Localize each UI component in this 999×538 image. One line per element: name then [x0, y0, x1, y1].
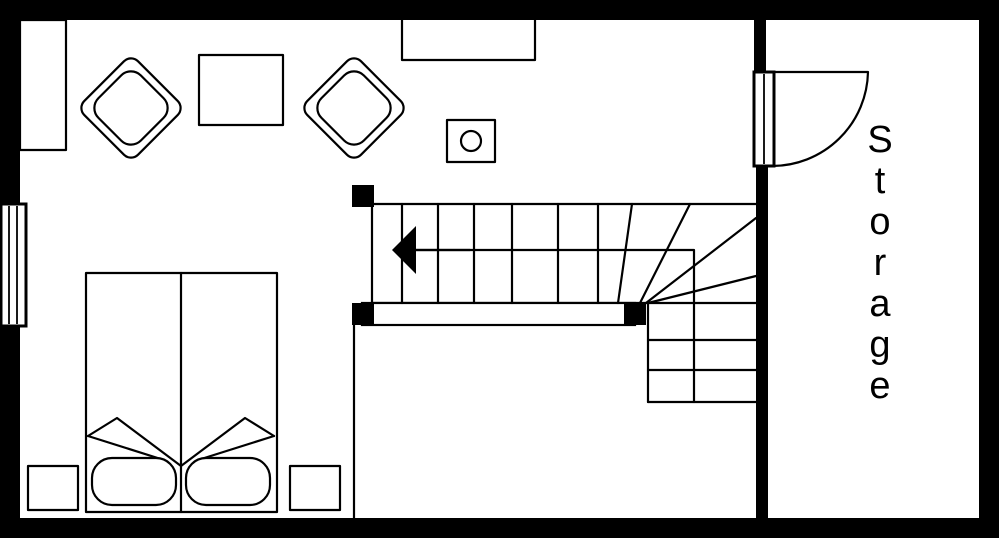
storage-label-letter: o	[869, 201, 891, 243]
coffee-table	[197, 53, 285, 127]
pillow	[90, 456, 178, 507]
double-bed	[84, 271, 279, 514]
wardrobe	[18, 18, 68, 152]
newel-post	[352, 303, 374, 325]
storage-label-letter: t	[874, 160, 886, 202]
staircase	[352, 185, 758, 520]
pillow	[184, 456, 272, 507]
nightstand-right	[288, 464, 342, 512]
storage-label-letter: e	[869, 365, 891, 407]
stair-treads	[400, 202, 758, 404]
storage-label-letter: r	[873, 242, 887, 284]
storage-door	[752, 70, 870, 168]
heater	[445, 118, 497, 164]
storage-partition-wall	[754, 20, 768, 518]
armchair-right	[303, 57, 405, 159]
left-window	[0, 202, 28, 328]
storage-label-letter: S	[867, 119, 893, 161]
newel-post	[624, 303, 646, 325]
newel-post	[352, 185, 374, 207]
armchair-left	[80, 57, 182, 159]
storage-label-letter: g	[869, 324, 891, 366]
top-desk	[400, 18, 537, 62]
storage-label-letter: a	[869, 283, 891, 325]
nightstand-left	[26, 464, 80, 512]
stair-arrow-icon	[392, 226, 416, 274]
